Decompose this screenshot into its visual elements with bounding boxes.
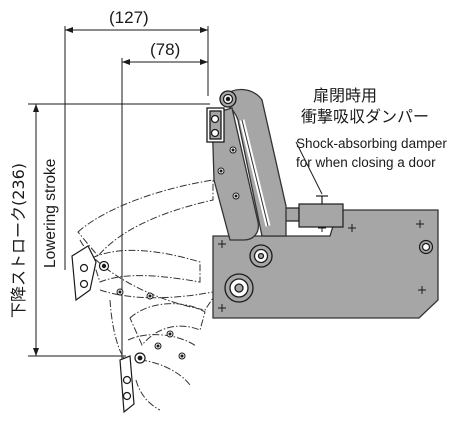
- phantom-link-tail: [135, 379, 161, 411]
- arrow-127-left: [65, 27, 73, 33]
- top-bracket: [206, 90, 237, 143]
- phantom-housing-top: [77, 179, 214, 257]
- arrow-78-right: [200, 59, 208, 65]
- damper-label-jp-1: 扉閉時用: [313, 86, 377, 105]
- arrow-127-right: [200, 27, 208, 33]
- screw-icon: [79, 279, 89, 289]
- housing-body: [212, 209, 439, 319]
- damper-cap: [284, 207, 300, 222]
- damper: [284, 195, 344, 228]
- phantom-link-down: [109, 299, 127, 363]
- bearing-right: [418, 239, 434, 255]
- screw-icon: [210, 114, 220, 124]
- dimension-lines: [28, 26, 210, 378]
- screw-icon: [122, 375, 132, 385]
- bearing-lower: [224, 273, 254, 303]
- bearing-upper: [249, 244, 273, 268]
- screw-icon: [122, 391, 132, 401]
- screw-icon: [210, 128, 220, 138]
- phantom-link-curve: [139, 359, 191, 386]
- phantom-arm-upper: [91, 249, 201, 283]
- main-housing: [212, 209, 439, 319]
- damper-label-en-1: Shock-absorbing damper: [296, 136, 447, 151]
- arrow-78-left: [122, 59, 130, 65]
- arrow-stroke-bottom: [33, 348, 39, 356]
- phantom-arm-lower-edge: [127, 334, 197, 347]
- stroke-label-en: Lowering stroke: [42, 159, 59, 268]
- damper-body: [298, 203, 344, 228]
- phantom-bracket-lower: [119, 352, 146, 414]
- stroke-label-jp: 下降ストローク(236): [9, 163, 28, 318]
- dimension-label-127: (127): [109, 8, 149, 27]
- damper-leader-line: [295, 141, 323, 195]
- screw-icon: [79, 263, 89, 273]
- phantom-bracket-left: [71, 245, 110, 302]
- phantom-rivets: [116, 288, 186, 360]
- arm-rivets: [217, 146, 240, 200]
- dimension-arrows: [33, 27, 208, 356]
- damper-label-en-2: for when closing a door: [296, 155, 436, 170]
- arrow-stroke-top: [33, 104, 39, 112]
- lowered-position-phantom: [77, 179, 214, 411]
- phantom-arm-lower: [129, 303, 206, 346]
- damper-label-jp-2: 衝撃吸収ダンパー: [301, 107, 429, 126]
- housing-screws: [218, 220, 426, 312]
- dimension-label-78: (78): [150, 40, 180, 59]
